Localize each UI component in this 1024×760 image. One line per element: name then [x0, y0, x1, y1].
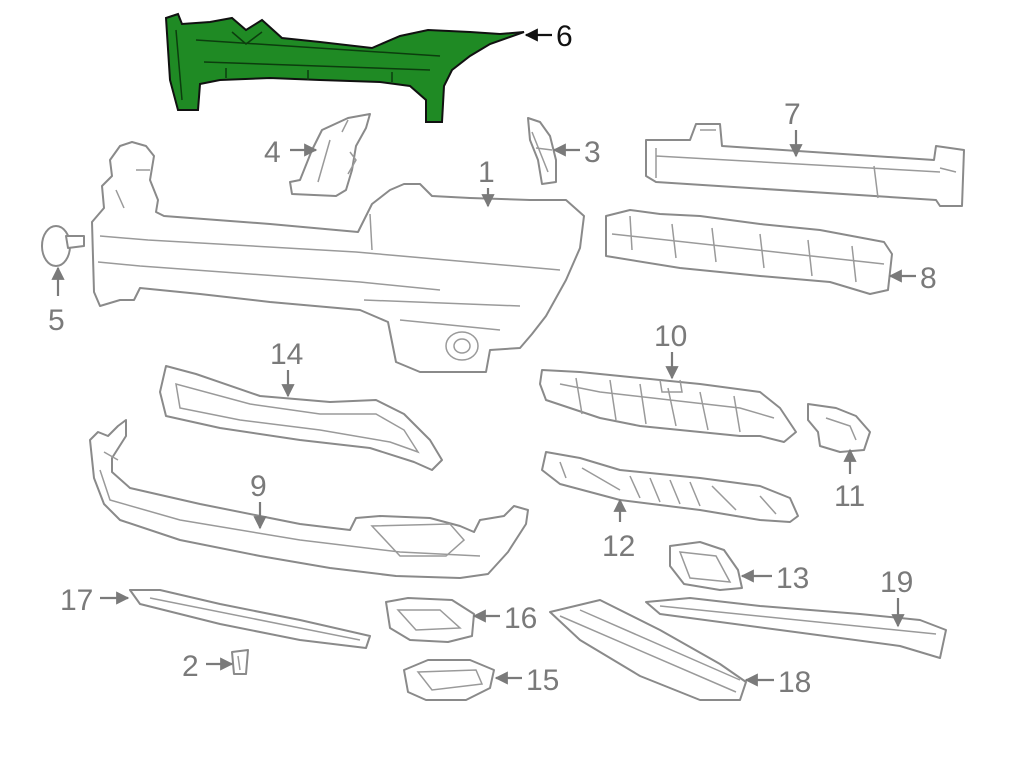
callout-18: 18: [778, 666, 811, 699]
part-17-trim-strip[interactable]: [129, 589, 371, 649]
callout-13: 13: [776, 562, 809, 595]
callout-14: 14: [270, 338, 303, 371]
callout-2: 2: [182, 650, 199, 683]
part-6-upper-bracket[interactable]: [164, 12, 525, 123]
callout-10: 10: [654, 320, 687, 353]
part-19-trim-strip[interactable]: [645, 597, 947, 659]
part-8-absorber[interactable]: [605, 209, 893, 295]
part-1-bumper-cover[interactable]: [91, 141, 585, 373]
part-5-tow-hook-cap[interactable]: [41, 225, 85, 267]
part-10-active-grille-shutter[interactable]: [539, 369, 797, 443]
part-9-lower-fascia[interactable]: [89, 419, 529, 579]
callout-12: 12: [602, 530, 635, 563]
part-12-lower-grille[interactable]: [541, 451, 799, 523]
callout-6: 6: [556, 20, 573, 53]
callout-9: 9: [250, 470, 267, 503]
callout-7: 7: [784, 98, 801, 131]
callout-5: 5: [48, 304, 65, 337]
callout-17: 17: [60, 584, 93, 617]
part-18-skid-strip[interactable]: [549, 599, 747, 701]
callout-19: 19: [880, 566, 913, 599]
part-15-trim-bezel[interactable]: [403, 659, 495, 701]
part-16-fog-bezel[interactable]: [385, 597, 475, 643]
callout-16: 16: [504, 602, 537, 635]
callout-1: 1: [478, 156, 495, 189]
part-11-bracket[interactable]: [807, 403, 871, 453]
callout-4: 4: [264, 136, 281, 169]
part-2-clip[interactable]: [231, 649, 249, 675]
callout-11: 11: [834, 480, 865, 513]
part-14-grille-frame[interactable]: [159, 365, 443, 471]
callout-8: 8: [920, 262, 937, 295]
part-3-right-bracket[interactable]: [527, 117, 557, 185]
callout-3: 3: [584, 136, 601, 169]
part-4-left-bracket[interactable]: [289, 113, 371, 197]
part-7-reinforcement-beam[interactable]: [645, 123, 965, 207]
part-13-bezel[interactable]: [669, 541, 743, 591]
callout-15: 15: [526, 664, 559, 697]
